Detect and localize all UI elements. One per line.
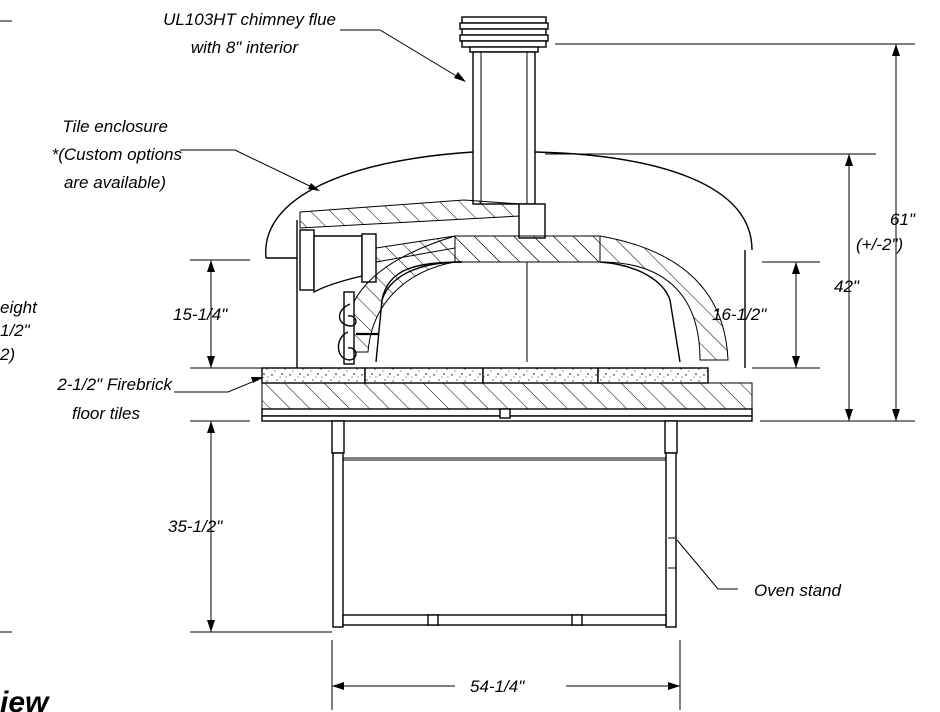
firebrick-floor — [261, 367, 709, 384]
dim-oven-height — [845, 154, 853, 421]
label-partial-line3: 2) — [0, 345, 15, 364]
view-title-fragment: iew — [0, 686, 50, 712]
chimney-cap — [459, 16, 549, 53]
label-oven-stand: Oven stand — [754, 581, 841, 600]
label-partial-line2: 1/2" — [0, 321, 31, 340]
dim-text-total-height-2: (+/-2") — [856, 235, 903, 254]
dim-text-stand-height: 35-1/2" — [168, 517, 223, 536]
dim-text-stand-width: 54-1/4" — [470, 677, 525, 696]
label-tile-line1: Tile enclosure — [62, 117, 168, 136]
dim-stand-width — [332, 682, 680, 690]
chimney-flue — [472, 51, 536, 205]
dim-text-total-height-1: 61" — [890, 210, 916, 229]
tile-enclosure — [265, 151, 753, 368]
label-chimney-line2: with 8" interior — [191, 38, 299, 57]
label-tile-line3: are available) — [64, 173, 166, 192]
vent-slab — [299, 199, 546, 239]
label-floor-line2: floor tiles — [72, 404, 141, 423]
label-chimney-line1: UL103HT chimney flue — [163, 10, 336, 29]
label-tile-line2: *(Custom options — [52, 145, 183, 164]
dim-dome-height — [792, 262, 800, 368]
door-handle-icon — [337, 291, 378, 365]
label-partial-line1: eight — [0, 298, 38, 317]
leader-lines — [174, 29, 738, 590]
dim-stand-height — [207, 421, 215, 632]
dim-total-height — [892, 44, 900, 421]
label-floor-line1: 2-1/2" Firebrick — [56, 375, 173, 394]
dim-text-oven-height: 42" — [834, 277, 860, 296]
dome-cavity — [375, 261, 681, 363]
base-slab — [261, 382, 753, 422]
dim-text-door-height: 15-1/4" — [173, 305, 228, 324]
dim-text-dome-height: 16-1/2" — [712, 305, 767, 324]
oven-dome — [343, 235, 729, 361]
extension-lines — [0, 20, 915, 710]
dim-door-height — [207, 260, 215, 368]
oven-stand — [331, 420, 678, 628]
